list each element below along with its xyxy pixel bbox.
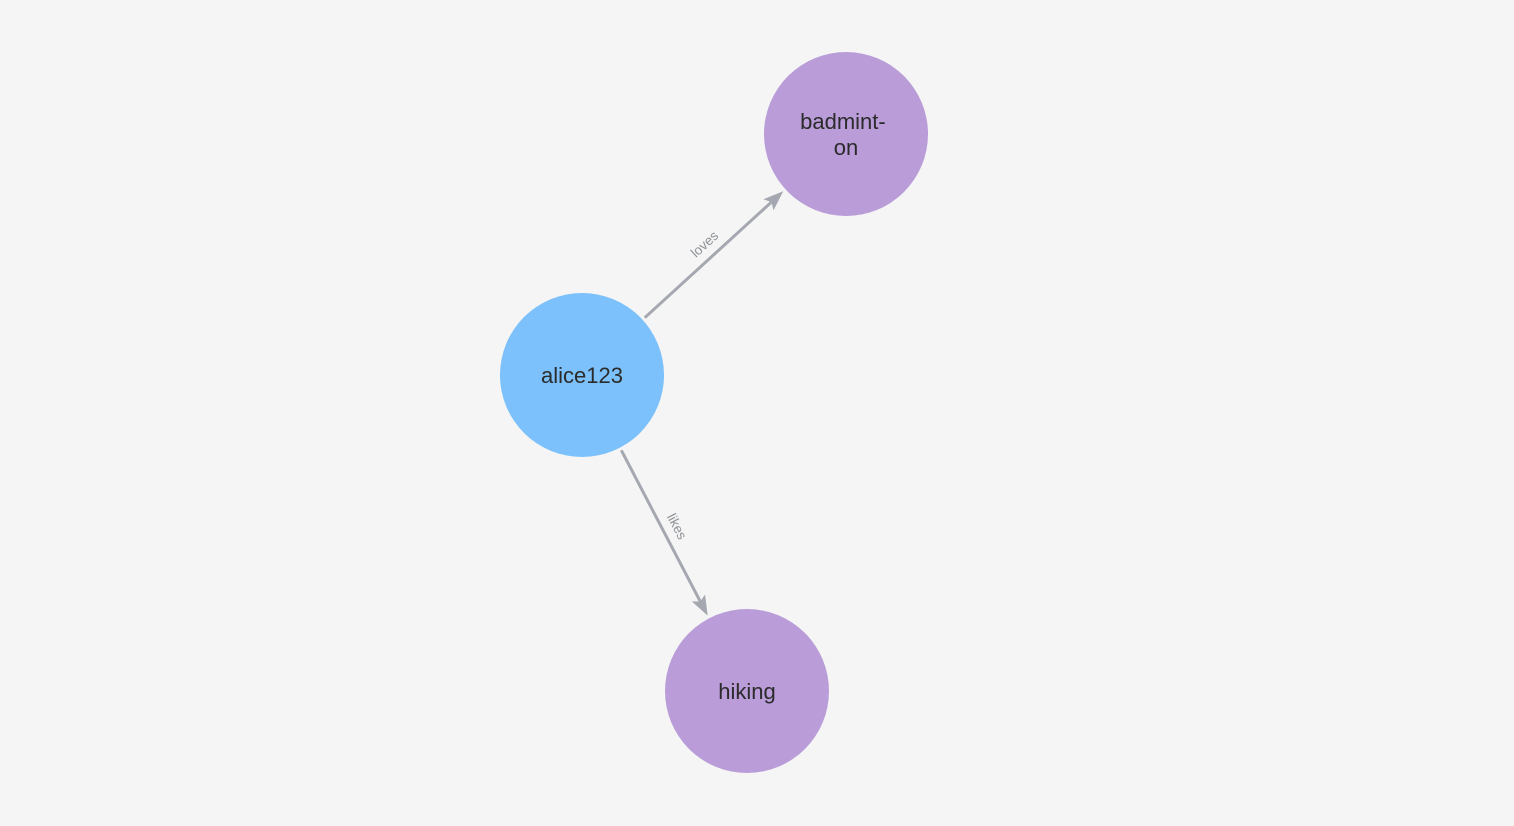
node-circle[interactable] [665,609,829,773]
node-circle[interactable] [764,52,928,216]
node-circle[interactable] [500,293,664,457]
graph-edge-likes[interactable]: likes [620,449,708,616]
edge-arrowhead-icon [691,594,708,616]
graph-node-hiking[interactable]: hiking [665,609,829,773]
edge-arrowhead-icon [763,191,784,211]
graph-node-alice123[interactable]: alice123 [500,293,664,457]
edge-label: loves [688,228,722,260]
edge-line[interactable] [620,449,702,603]
graph-node-badminton[interactable]: badmint- on [764,52,928,216]
edge-line[interactable] [643,200,773,319]
graph-edge-loves[interactable]: loves [643,191,784,319]
